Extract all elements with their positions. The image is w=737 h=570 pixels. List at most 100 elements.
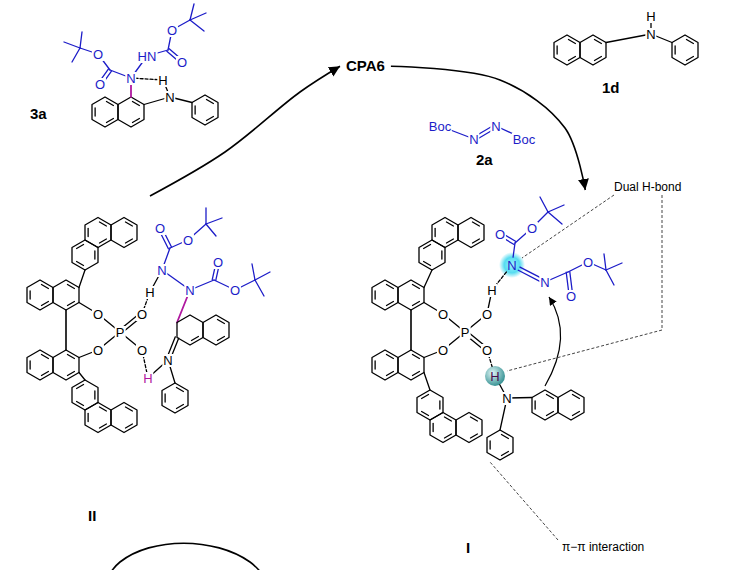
bond-line <box>77 244 84 248</box>
atom-label: N <box>468 133 479 146</box>
bond-line <box>87 229 88 237</box>
leader-line <box>522 195 614 258</box>
label-holder: N <box>468 131 479 147</box>
bond-line <box>77 262 84 266</box>
atom-label: O <box>94 78 106 91</box>
label-holder: O <box>565 288 577 304</box>
bond-line <box>206 218 222 224</box>
bond-line <box>206 224 216 236</box>
label-holder: O <box>176 54 188 70</box>
bond-line <box>67 354 74 358</box>
bond-line <box>606 263 622 270</box>
bond-line <box>674 46 675 54</box>
atom-label: O <box>565 290 577 303</box>
ring <box>177 315 203 345</box>
bond-line <box>424 373 430 391</box>
atom-label: H <box>144 286 155 299</box>
bond-line <box>441 251 442 259</box>
bond-line <box>424 262 431 266</box>
bond-line <box>374 361 375 369</box>
bond-line <box>546 412 553 416</box>
bond-line <box>412 302 419 306</box>
bond-line <box>568 39 575 43</box>
bond-line <box>67 302 74 306</box>
atom-label: N <box>506 259 517 272</box>
atom-label: H <box>142 372 153 385</box>
cycle-arrow <box>391 66 585 190</box>
label-holder: O <box>92 342 104 358</box>
bond-line <box>106 101 113 105</box>
atom-label: N <box>501 392 512 405</box>
bond-line <box>206 117 213 121</box>
bond-line <box>80 32 82 48</box>
label-holder: N <box>490 118 501 134</box>
atom-label: O <box>437 308 449 321</box>
label-holder: H <box>157 72 168 88</box>
bond-line <box>64 42 80 48</box>
bond-line <box>386 284 393 288</box>
bond-line <box>125 424 132 428</box>
ring <box>85 218 111 248</box>
cycle-arrow <box>55 543 360 570</box>
bond-line <box>470 417 477 421</box>
label-holder: N <box>125 70 136 86</box>
label-holder: N <box>539 274 550 290</box>
label-holder: N <box>506 257 517 273</box>
atom-label: O <box>176 56 188 69</box>
ring <box>398 350 424 380</box>
bond-line <box>87 414 88 422</box>
label-holder: HN <box>137 48 158 64</box>
atom-label: O <box>92 344 104 357</box>
ring <box>458 218 484 248</box>
compound-label: II <box>88 508 96 525</box>
ring <box>532 390 558 420</box>
label-holder: O <box>154 220 166 236</box>
bond-line <box>77 384 84 388</box>
ring <box>118 97 144 127</box>
atom-label: O <box>92 48 104 61</box>
bond-line <box>386 372 393 376</box>
bond-line <box>190 20 204 31</box>
bond-line <box>386 354 393 358</box>
curved-arrow <box>545 297 561 386</box>
ring <box>53 350 79 380</box>
bond-line <box>412 284 419 288</box>
atom-label: O <box>494 228 506 241</box>
cycle-arrow <box>150 66 340 196</box>
bond-line <box>501 434 508 438</box>
atom-label: P <box>115 326 126 339</box>
bond-line <box>99 424 106 428</box>
bond-line <box>470 434 477 438</box>
bond-line <box>422 412 429 416</box>
bond-line <box>472 239 479 243</box>
compound-label: 3a <box>30 106 47 123</box>
label-holder: O <box>136 342 148 358</box>
label-holder: O <box>229 282 241 298</box>
bond-line <box>412 372 419 376</box>
ring <box>554 35 580 65</box>
bond-line <box>548 205 564 212</box>
ring <box>398 280 424 310</box>
ring <box>85 403 111 433</box>
label-holder: H <box>645 8 656 24</box>
ring <box>672 35 698 65</box>
label-holder: O <box>92 306 104 322</box>
label-holder: π−π interaction <box>560 538 646 554</box>
atom-label: H <box>486 284 497 297</box>
label-holder: H <box>486 282 497 298</box>
bond-line <box>434 229 435 237</box>
label-holder: O <box>437 306 449 322</box>
ring <box>27 280 53 310</box>
bond-line <box>534 401 535 409</box>
label-holder: N <box>645 26 656 42</box>
atom-label: O <box>481 344 493 357</box>
atom-label: N <box>156 264 167 277</box>
bond-line <box>255 272 270 280</box>
atom-label: N <box>125 72 136 85</box>
bond-line <box>29 291 30 299</box>
ring <box>53 280 79 310</box>
ring <box>192 95 218 125</box>
bond-line <box>94 108 95 116</box>
bond-line <box>94 391 95 399</box>
